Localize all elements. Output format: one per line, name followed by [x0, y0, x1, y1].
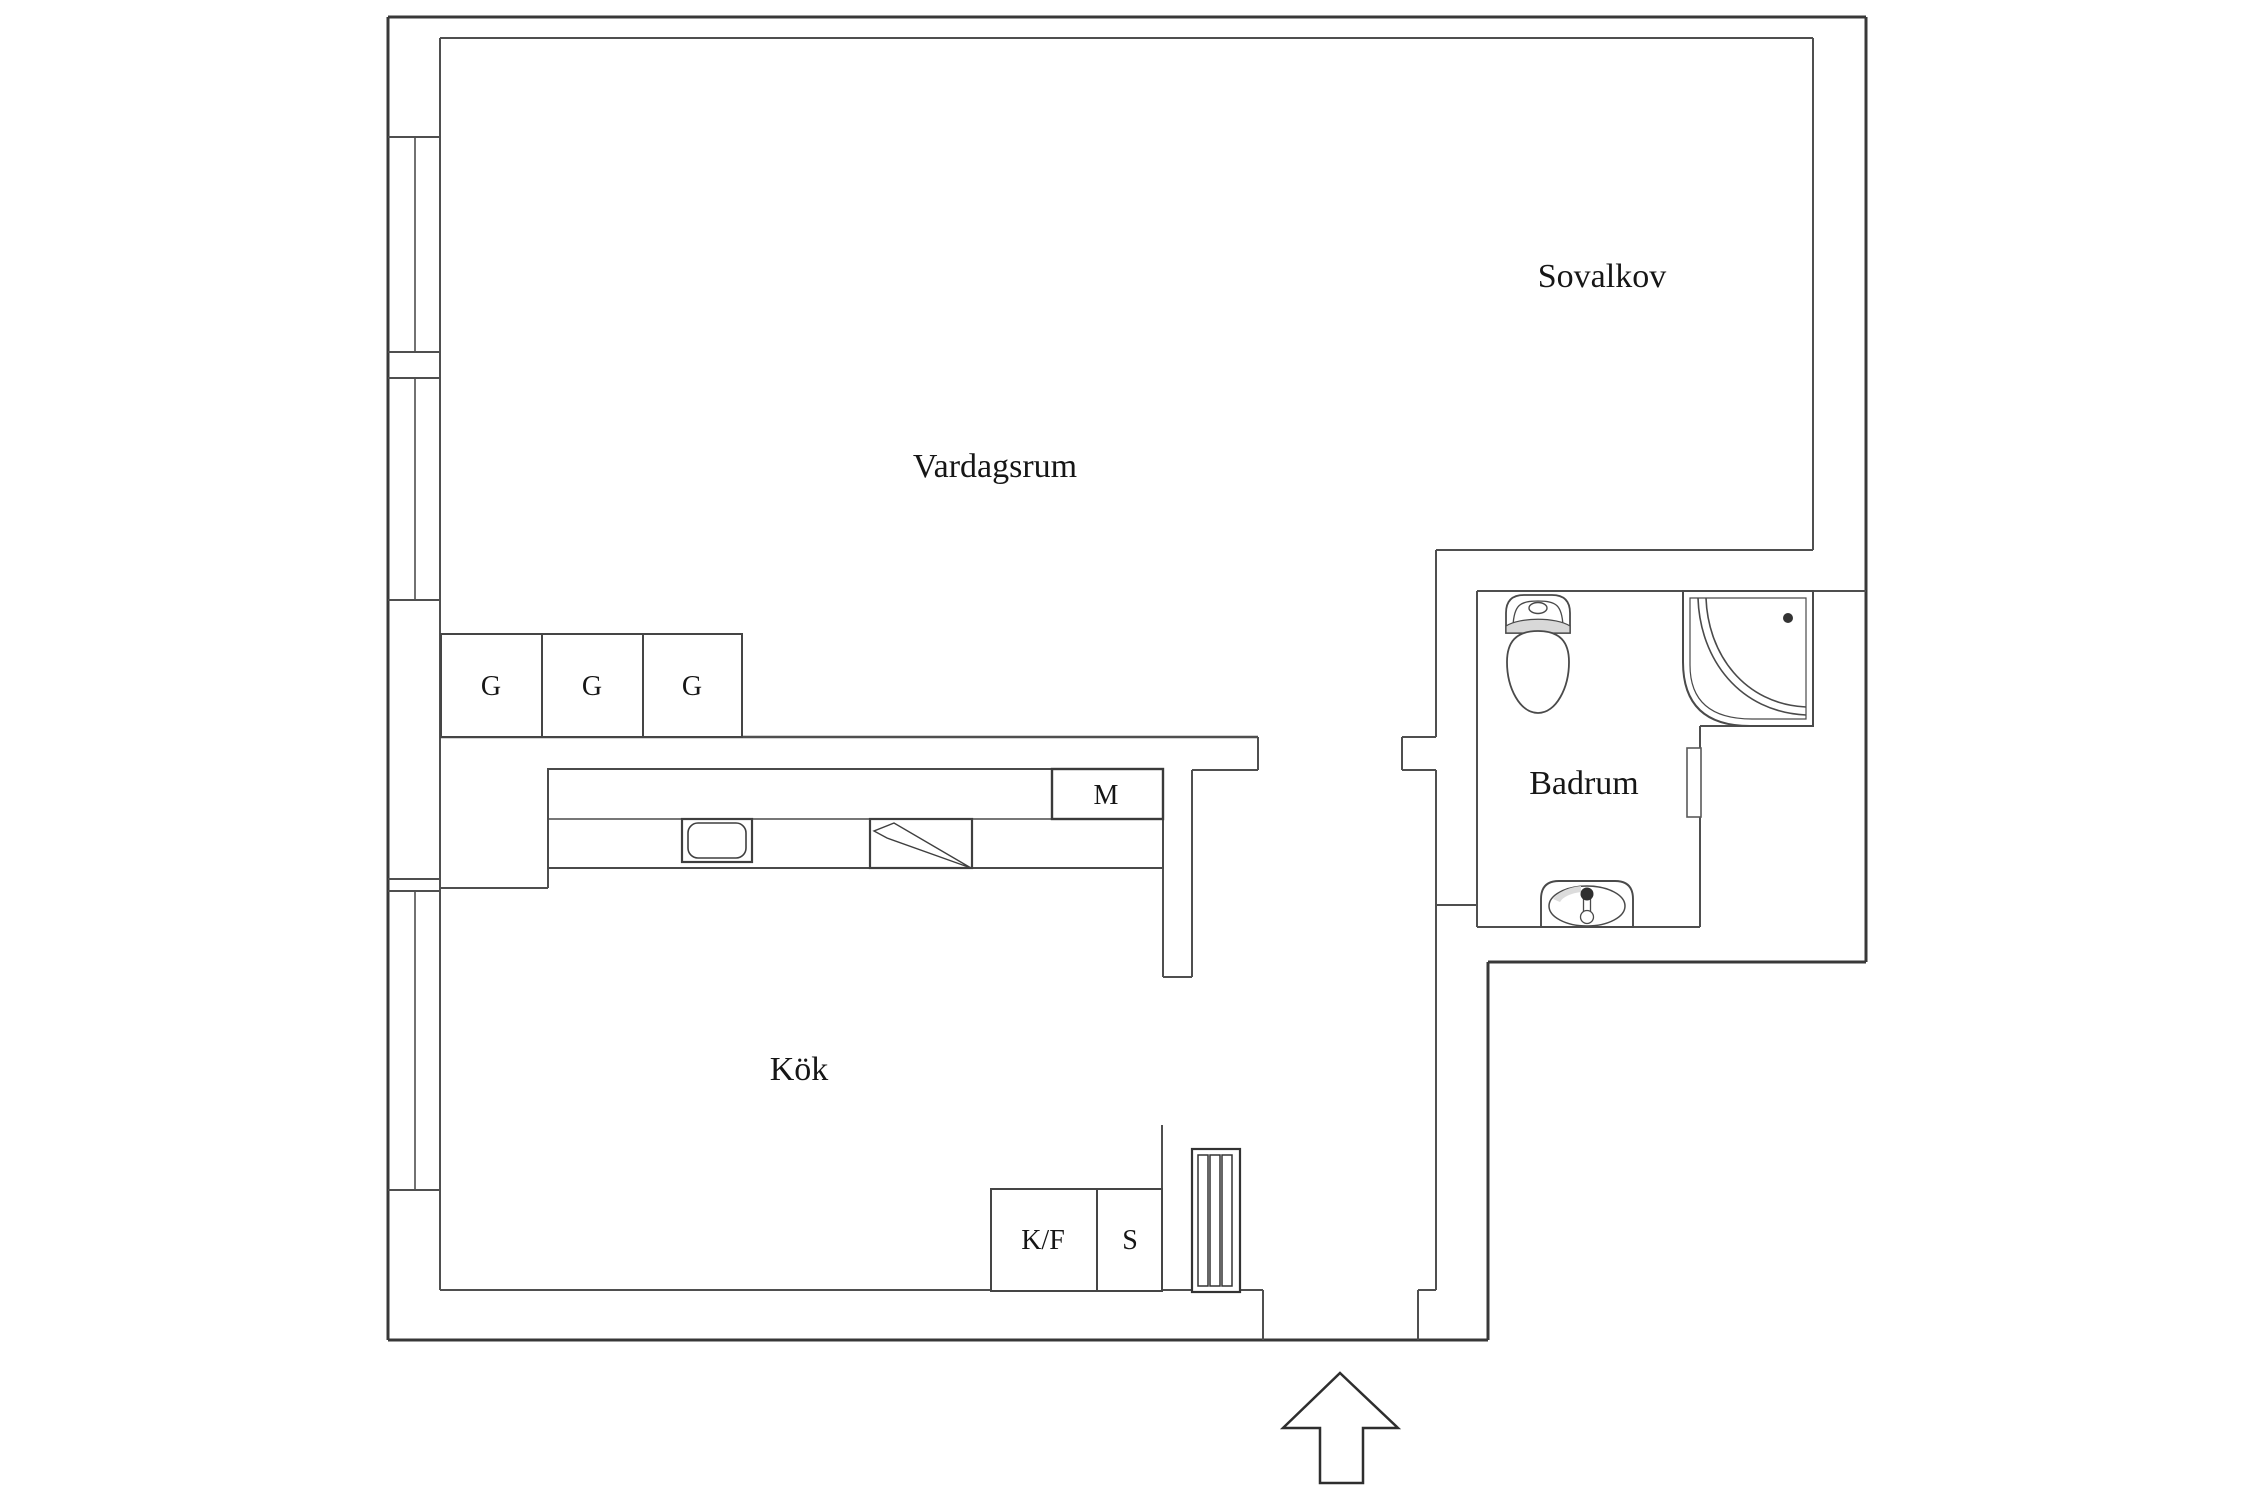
kitchen-right-wall [1162, 770, 1193, 978]
bathtub-rim-inner [1705, 597, 1807, 708]
stove-fixture [868, 817, 974, 870]
exterior-walls [386, 15, 1868, 1342]
radiator-fin [1221, 1154, 1233, 1287]
washbasin-shading [1553, 886, 1581, 902]
fridge-freezer-box [990, 1188, 1098, 1292]
kitchen-counter: M [547, 767, 1165, 870]
wardrobe-label: G [481, 671, 501, 702]
radiator-fixture [1190, 1147, 1242, 1294]
bathtub-drain [1783, 613, 1793, 623]
radiator-fin [1197, 1154, 1209, 1287]
hall-wall-notch [1401, 736, 1436, 771]
room-label-vardagsrum: Vardagsrum [913, 448, 1077, 485]
room-label-kok: Kök [770, 1051, 829, 1088]
faucet-knob [1579, 909, 1595, 925]
toilet-button [1528, 601, 1548, 615]
radiator-fin [1209, 1154, 1221, 1287]
microwave-label: M [1094, 780, 1119, 811]
toilet-bowl [1506, 630, 1570, 714]
washbasin-fixture [1540, 880, 1634, 928]
microwave-box: M [1050, 767, 1165, 821]
bathtub-fixture [1682, 590, 1814, 727]
toilet-fixture [1505, 594, 1571, 714]
wardrobe-labels: G G G [481, 671, 702, 702]
pantry-box [1096, 1188, 1163, 1292]
entrance-arrow [1279, 1371, 1402, 1485]
bathtub-inner-edge [1689, 597, 1807, 720]
window-sill-lines [388, 136, 440, 1191]
kitchen-sink-fixture [680, 817, 754, 864]
counter-left-return [440, 769, 549, 889]
microwave-outline [1050, 767, 1165, 821]
pantry-label: S [1122, 1225, 1138, 1256]
room-labels: Vardagsrum Sovalkov Kök Badrum [770, 258, 1667, 1088]
wardrobe-box [541, 633, 644, 738]
sink-basin [687, 822, 747, 859]
room-label-badrum: Badrum [1529, 765, 1639, 802]
kitchen-wall-stub [1192, 737, 1259, 771]
bathtub-rim-outer [1697, 597, 1807, 716]
stove-box [868, 817, 974, 870]
toilet-tank-inner [1512, 600, 1564, 627]
toilet-lid-band [1505, 618, 1571, 634]
windows-left-wall [388, 136, 440, 1191]
room-label-sovalkov: Sovalkov [1538, 258, 1666, 295]
bathtub-outer [1682, 590, 1814, 727]
wardrobe-cabinets [440, 633, 743, 738]
bathroom-door [1686, 747, 1702, 818]
wardrobe-box [642, 633, 743, 738]
tall-cabinets: K/F S [990, 1188, 1163, 1292]
wardrobe-label: G [582, 671, 602, 702]
faucet-base [1580, 887, 1594, 901]
stove-symbol [872, 822, 972, 869]
fridge-freezer-label: K/F [1021, 1225, 1065, 1256]
wardrobe-label: G [682, 671, 702, 702]
